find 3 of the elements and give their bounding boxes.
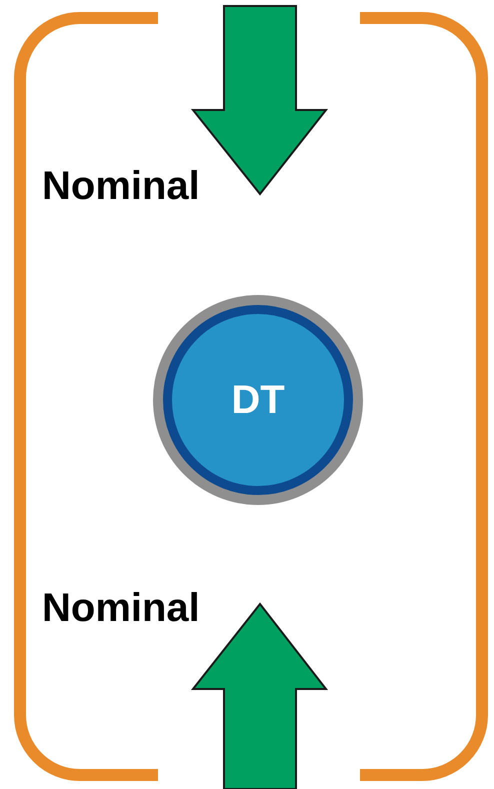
node-label: DT	[231, 380, 285, 420]
nominal-label: Nominal	[42, 166, 200, 206]
nominal-label: Nominal	[42, 588, 200, 628]
